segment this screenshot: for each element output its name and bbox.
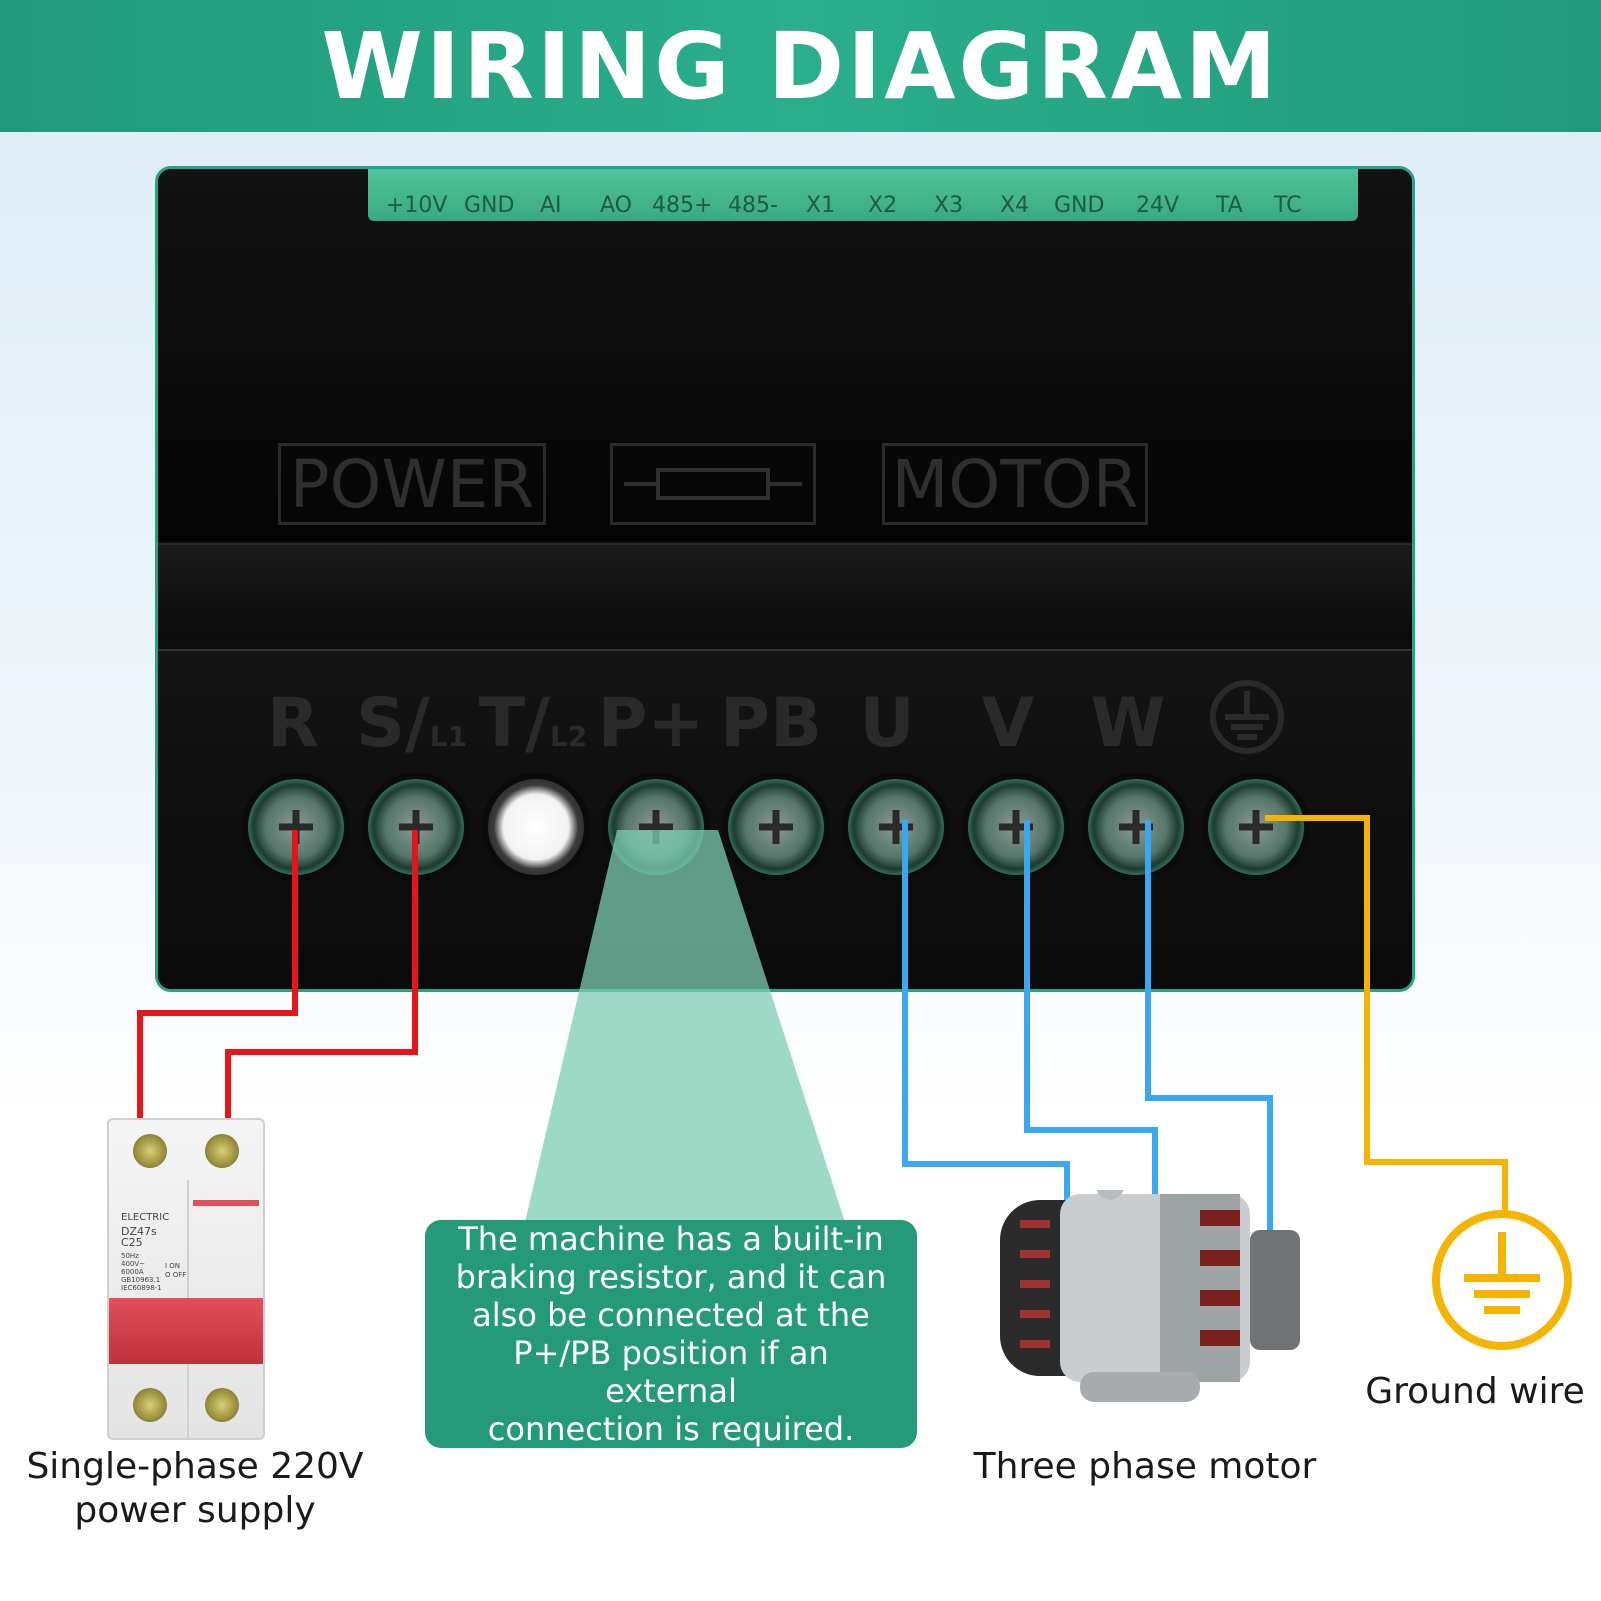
motor-vent	[1200, 1290, 1240, 1306]
ctrl-terminal-label: 24V	[1136, 193, 1180, 218]
breaker-specs: 50Hz 400V~ 6000A GB10963.1 IEC60898-1	[121, 1252, 162, 1292]
breaker-screw	[205, 1134, 239, 1168]
power-supply-caption: Single-phase 220V power supply	[26, 1446, 364, 1531]
motor-vent	[1020, 1250, 1050, 1258]
terminal-screw-w[interactable]	[1088, 779, 1184, 875]
resistor-embossed-symbol	[610, 443, 816, 525]
motor-vent	[1020, 1310, 1050, 1318]
terminal-screw-pb[interactable]	[728, 779, 824, 875]
ctrl-terminal-label: GND	[1054, 193, 1105, 218]
breaker-screw	[205, 1388, 239, 1422]
ctrl-terminal-label: TA	[1216, 193, 1243, 218]
three-phase-motor-image	[1000, 1190, 1300, 1402]
ground-caption: Ground wire	[1365, 1371, 1585, 1412]
terminal-label-p-plus: P+	[597, 684, 705, 763]
terminal-screw-ground[interactable]	[1208, 779, 1304, 875]
power-embossed-label: POWER	[278, 443, 546, 525]
motor-vent	[1020, 1220, 1050, 1228]
terminal-label-s: S/L1	[356, 684, 468, 763]
motor-vent	[1020, 1280, 1050, 1288]
ground-symbol-icon	[1432, 1210, 1572, 1350]
motor-vent	[1200, 1330, 1240, 1346]
ctrl-terminal-label: GND	[464, 193, 515, 218]
ctrl-terminal-label: X3	[934, 193, 964, 218]
ctrl-terminal-label: +10V	[386, 193, 448, 218]
page-title: WIRING DIAGRAM	[321, 12, 1280, 120]
ctrl-terminal-label: AI	[540, 193, 562, 218]
terminal-label-r: R	[266, 684, 320, 763]
breaker-handle[interactable]	[109, 1298, 263, 1364]
resistor-icon	[624, 468, 802, 500]
motor-pulley	[1250, 1230, 1300, 1350]
motor-caption: Three phase motor	[973, 1446, 1317, 1487]
motor-vent	[1200, 1210, 1240, 1226]
breaker-model: DZ47s C25	[121, 1225, 157, 1249]
terminal-label-ground	[1192, 677, 1302, 774]
inverter-terminal-panel: +10V GND AI AO 485+ 485- X1 X2 X3 X4 GND…	[155, 166, 1415, 992]
ctrl-terminal-label: X1	[806, 193, 836, 218]
terminal-label-t: T/L2	[478, 684, 588, 763]
motor-vent	[1020, 1340, 1050, 1348]
terminal-screw-s[interactable]	[368, 779, 464, 875]
terminal-label-u: U	[859, 684, 915, 763]
breaker-indicator	[193, 1200, 259, 1206]
motor-lifting-eye	[1096, 1190, 1124, 1200]
panel-middle-ledge	[158, 543, 1412, 640]
ground-icon	[1210, 680, 1284, 754]
motor-vent	[1200, 1250, 1240, 1266]
breaker-brand: ELECTRIC	[121, 1212, 170, 1223]
note-text: The machine has a built-in braking resis…	[455, 1220, 887, 1448]
terminal-screw-p-plus[interactable]	[608, 779, 704, 875]
ctrl-terminal-label: 485-	[728, 193, 778, 218]
braking-resistor-note: The machine has a built-in braking resis…	[425, 1220, 917, 1448]
title-banner: WIRING DIAGRAM	[0, 0, 1601, 132]
breaker-screw	[133, 1388, 167, 1422]
breaker-screw	[133, 1134, 167, 1168]
terminal-label-pb: PB	[720, 684, 822, 763]
panel-upper-section	[158, 169, 1412, 541]
motor-base	[1080, 1372, 1200, 1402]
terminal-screw-v[interactable]	[968, 779, 1064, 875]
breaker-switch-text: I ON O OFF	[165, 1262, 187, 1279]
control-terminal-strip: +10V GND AI AO 485+ 485- X1 X2 X3 X4 GND…	[368, 169, 1358, 221]
terminal-label-w: W	[1090, 684, 1166, 763]
terminal-label-v: V	[981, 684, 1035, 763]
ctrl-terminal-label: 485+	[652, 193, 713, 218]
ctrl-terminal-label: X4	[1000, 193, 1030, 218]
terminal-plug-t	[488, 779, 584, 875]
ctrl-terminal-label: AO	[600, 193, 632, 218]
circuit-breaker: ELECTRIC DZ47s C25 50Hz 400V~ 6000A GB10…	[107, 1118, 265, 1440]
motor-embossed-label: MOTOR	[882, 443, 1148, 525]
terminal-screw-u[interactable]	[848, 779, 944, 875]
ctrl-terminal-label: X2	[868, 193, 898, 218]
terminal-screw-r[interactable]	[248, 779, 344, 875]
ctrl-terminal-label: TC	[1274, 193, 1302, 218]
